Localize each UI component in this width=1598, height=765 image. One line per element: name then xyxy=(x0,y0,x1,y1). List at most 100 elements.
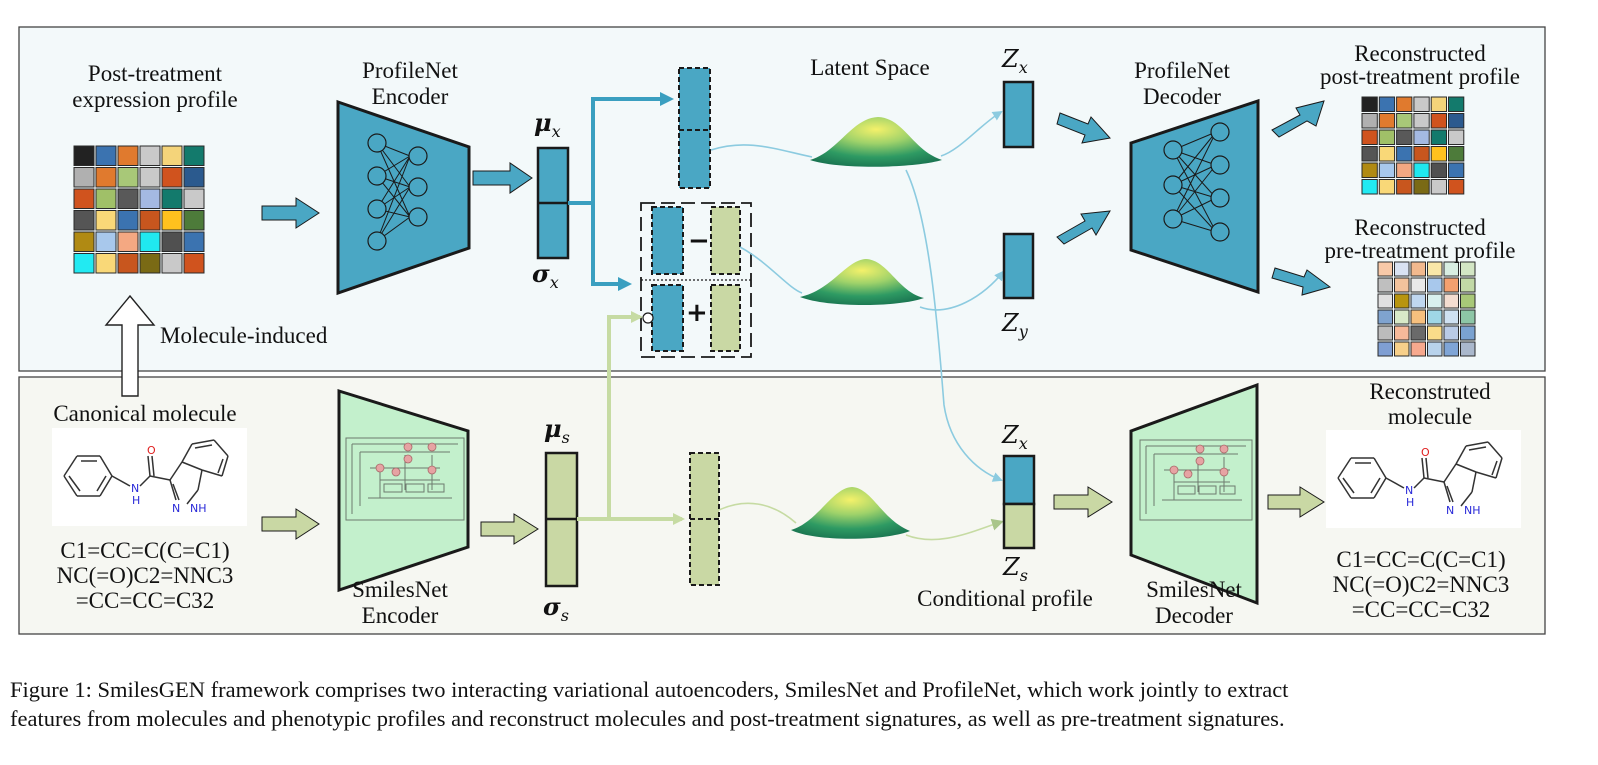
smilesnet-decoder-label: SmilesNet Decoder xyxy=(1146,577,1242,628)
heatmap-cell xyxy=(1361,146,1378,162)
heatmap-cell xyxy=(183,210,205,231)
heatmap-cell xyxy=(1413,179,1430,195)
heatmap-cell xyxy=(1413,129,1430,145)
latent-distribution-top xyxy=(810,117,942,167)
heatmap-cell xyxy=(1448,129,1465,145)
molecule-bond xyxy=(99,455,113,477)
heatmap-cell xyxy=(117,145,139,166)
molecule-bond xyxy=(1471,471,1477,493)
heatmap-cell xyxy=(161,210,183,231)
minus-operator: − xyxy=(688,226,710,256)
heatmap-cell xyxy=(1443,341,1459,357)
heatmap-cell xyxy=(139,188,161,209)
heatmap-cell xyxy=(139,231,161,252)
heatmap-cell xyxy=(1378,179,1396,195)
heatmap-cell xyxy=(1413,146,1430,162)
molecule-bond xyxy=(1460,491,1473,507)
heatmap-cell xyxy=(183,145,205,166)
molecule-bond xyxy=(1337,477,1352,499)
mu-s-symbol: μs xyxy=(544,414,570,448)
reconstructed-pre-label: Reconstructed pre-treatment profile xyxy=(1324,215,1516,263)
heatmap-cell xyxy=(1427,293,1443,309)
heatmap-cell xyxy=(161,145,183,166)
heatmap-cell xyxy=(1410,277,1426,293)
smilesnet-encoder-icon xyxy=(337,388,470,593)
heatmap-cell xyxy=(1377,261,1393,277)
molecule-bond xyxy=(1446,485,1454,503)
molecule-bond xyxy=(1370,477,1381,494)
heatmap-cell xyxy=(1396,162,1413,178)
heatmap-cell xyxy=(183,231,205,252)
molecule-bond xyxy=(139,475,151,487)
arrow-encoder-to-mu xyxy=(472,162,533,194)
heatmap-cell xyxy=(1378,162,1396,178)
heatmap-cell xyxy=(1430,96,1447,112)
molecule-bond xyxy=(1413,477,1425,489)
molecule-induced-arrow xyxy=(104,294,156,397)
heatmap-cell xyxy=(117,167,139,188)
molecule-bond xyxy=(111,475,131,487)
heatmap-cell xyxy=(1460,309,1476,325)
heatmap-cell xyxy=(1413,162,1430,178)
heatmap-cell xyxy=(1460,293,1476,309)
heatmap-cell xyxy=(117,231,139,252)
heatmap-cell xyxy=(1377,293,1393,309)
molecule-bond xyxy=(1455,463,1477,473)
molecule-bond xyxy=(1342,477,1355,494)
post-treatment-heatmap xyxy=(73,145,205,274)
mu-sigma-s-vector xyxy=(544,451,579,588)
heatmap-cell xyxy=(1396,129,1413,145)
heatmap-cell xyxy=(183,253,205,274)
arrow-decoder-to-recon-post xyxy=(1271,100,1325,138)
heatmap-cell xyxy=(1377,309,1393,325)
heatmap-cell xyxy=(1396,113,1413,129)
heatmap-cell xyxy=(1448,113,1465,129)
heatmap-cell xyxy=(1394,293,1410,309)
molecule-atom-hydrogen: H xyxy=(1406,496,1414,509)
molecule-bond xyxy=(181,461,203,471)
arrow-encoder-to-mus xyxy=(480,513,539,545)
molecule-bond xyxy=(1475,471,1497,479)
arrow-molecule-to-encoder xyxy=(261,508,320,540)
molecule-bond xyxy=(217,458,224,474)
heatmap-cell xyxy=(1396,96,1413,112)
zx-vector-top xyxy=(1002,80,1035,149)
latent-distribution-middle xyxy=(800,259,924,305)
molecule-bond xyxy=(1373,457,1387,479)
reconstructed-pre-heatmap xyxy=(1377,261,1476,357)
molecule-bond xyxy=(169,461,183,481)
smilesnet-decoder-icon xyxy=(1129,382,1259,606)
molecule-bond xyxy=(221,455,229,477)
heatmap-cell xyxy=(117,253,139,274)
molecule-atom-nitrogen: N xyxy=(1446,504,1454,517)
molecule-atom-hydrogen: H xyxy=(132,494,140,507)
reconstructed-molecule-label: Reconstruted molecule xyxy=(1369,379,1491,429)
arrow-profile-to-encoder xyxy=(261,197,320,229)
molecule-bond xyxy=(1465,441,1489,447)
molecule-bond xyxy=(1385,477,1405,489)
reconstructed-post-heatmap xyxy=(1361,96,1465,195)
figure-caption: Figure 1: SmilesGEN framework comprises … xyxy=(10,677,1289,731)
molecule-bond xyxy=(172,483,180,501)
heatmap-cell xyxy=(73,231,95,252)
heatmap-cell xyxy=(139,167,161,188)
heatmap-cell xyxy=(117,210,139,231)
heatmap-cell xyxy=(1460,261,1476,277)
heatmap-cell xyxy=(73,145,95,166)
arithmetic-combination-box xyxy=(640,202,752,358)
heatmap-cell xyxy=(1410,261,1426,277)
molecule-atom-nh: NH xyxy=(1464,504,1481,517)
molecule-atom-nitrogen: N xyxy=(131,482,139,495)
canonical-molecule-label: Canonical molecule xyxy=(53,401,237,426)
heatmap-cell xyxy=(183,167,205,188)
molecule-atom-nh: NH xyxy=(190,502,207,515)
heatmap-cell xyxy=(1448,179,1465,195)
molecule-induced-label: Molecule-induced xyxy=(160,323,328,348)
sigma-s-symbol: σs xyxy=(543,592,569,626)
molecule-bond xyxy=(147,455,151,477)
heatmap-cell xyxy=(1430,179,1447,195)
heatmap-cell xyxy=(95,188,117,209)
molecule-bond xyxy=(1443,481,1451,503)
molecule-bond xyxy=(201,469,223,477)
